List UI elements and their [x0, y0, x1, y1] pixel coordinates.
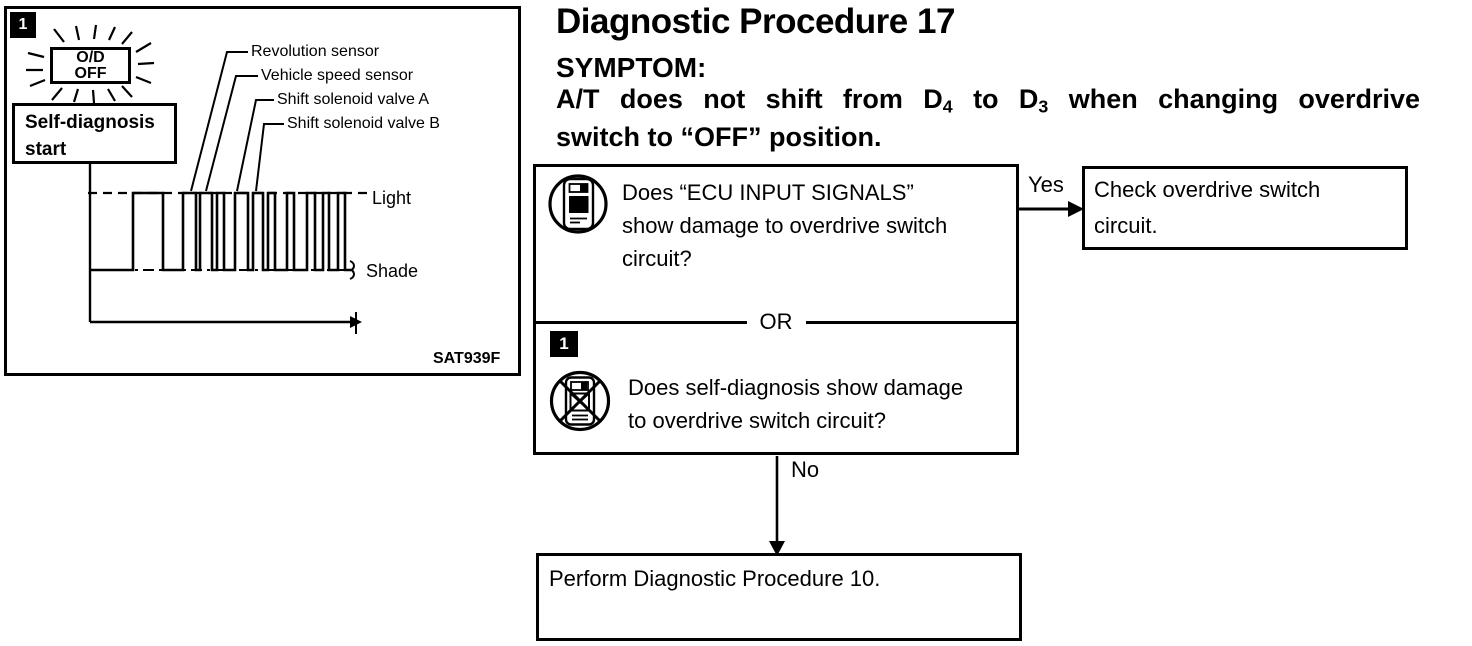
page-title: Diagnostic Procedure 17: [556, 2, 955, 41]
no-arrow: [769, 456, 785, 556]
figure-code: SAT939F: [433, 350, 501, 367]
symptom-text: A/T does not shift from D4 to D3 when ch…: [556, 84, 1420, 153]
yes-label: Yes: [1028, 172, 1064, 197]
callout-shift-solenoid-a: Shift solenoid valve A: [277, 91, 430, 108]
symptom-sub-4: 4: [942, 96, 953, 117]
flowchart-ref-badge: 1: [550, 331, 578, 357]
or-divider-right-line: [805, 320, 1016, 324]
light-level-label: Light: [372, 188, 412, 208]
symptom-mid: to D: [952, 84, 1039, 114]
self-diagnosis-line2: start: [25, 139, 67, 160]
symptom-text-line1: A/T does not shift from D4 to D3 when ch…: [556, 84, 1420, 122]
od-off-indicator: O/D OFF: [50, 47, 131, 84]
question1-text: Does “ECU INPUT SIGNALS” show damage to …: [622, 176, 947, 275]
callout-vehicle-speed-sensor: Vehicle speed sensor: [261, 67, 414, 84]
od-indicator-line2: OFF: [74, 64, 107, 82]
od-indicator-line1: O/D: [76, 48, 105, 66]
callout-revolution-sensor: Revolution sensor: [251, 43, 380, 60]
result-yes-line2: circuit.: [1094, 213, 1158, 238]
question1-line2: show damage to overdrive switch: [622, 213, 948, 238]
or-label: OR: [759, 309, 793, 334]
shade-level-label: Shade: [366, 261, 419, 281]
symptom-sub-3: 3: [1038, 96, 1049, 117]
question2-text: Does self-diagnosis show damage to overd…: [628, 371, 963, 437]
callout-shift-solenoid-b: Shift solenoid valve B: [287, 115, 440, 132]
yes-arrow: [1019, 201, 1084, 217]
question1-line3: circuit?: [622, 246, 692, 271]
self-diagnosis-line1: Self-diagnosis: [25, 112, 155, 133]
result-yes-box: [1082, 166, 1408, 250]
question2-line1: Does self-diagnosis show damage: [628, 375, 964, 400]
symptom-text-line2: switch to “OFF” position.: [556, 122, 882, 153]
question-box: [533, 164, 1019, 455]
self-diagnosis-start-box: Self-diagnosis start: [12, 103, 177, 164]
figure-ref-badge: 1: [10, 12, 36, 38]
result-yes-text: Check overdrive switch circuit.: [1094, 172, 1320, 244]
symptom-pre: A/T does not shift from D: [556, 84, 943, 114]
or-divider-left-line: [536, 320, 747, 324]
symptom-post: when changing overdrive: [1048, 84, 1420, 114]
no-label: No: [791, 457, 820, 482]
question2-line2: to overdrive switch circuit?: [628, 408, 886, 433]
result-no-text: Perform Diagnostic Procedure 10.: [549, 566, 881, 591]
result-yes-line1: Check overdrive switch: [1094, 177, 1321, 202]
symptom-heading: SYMPTOM:: [556, 52, 707, 83]
question1-line1: Does “ECU INPUT SIGNALS”: [622, 180, 914, 205]
or-divider: OR: [536, 309, 1016, 334]
